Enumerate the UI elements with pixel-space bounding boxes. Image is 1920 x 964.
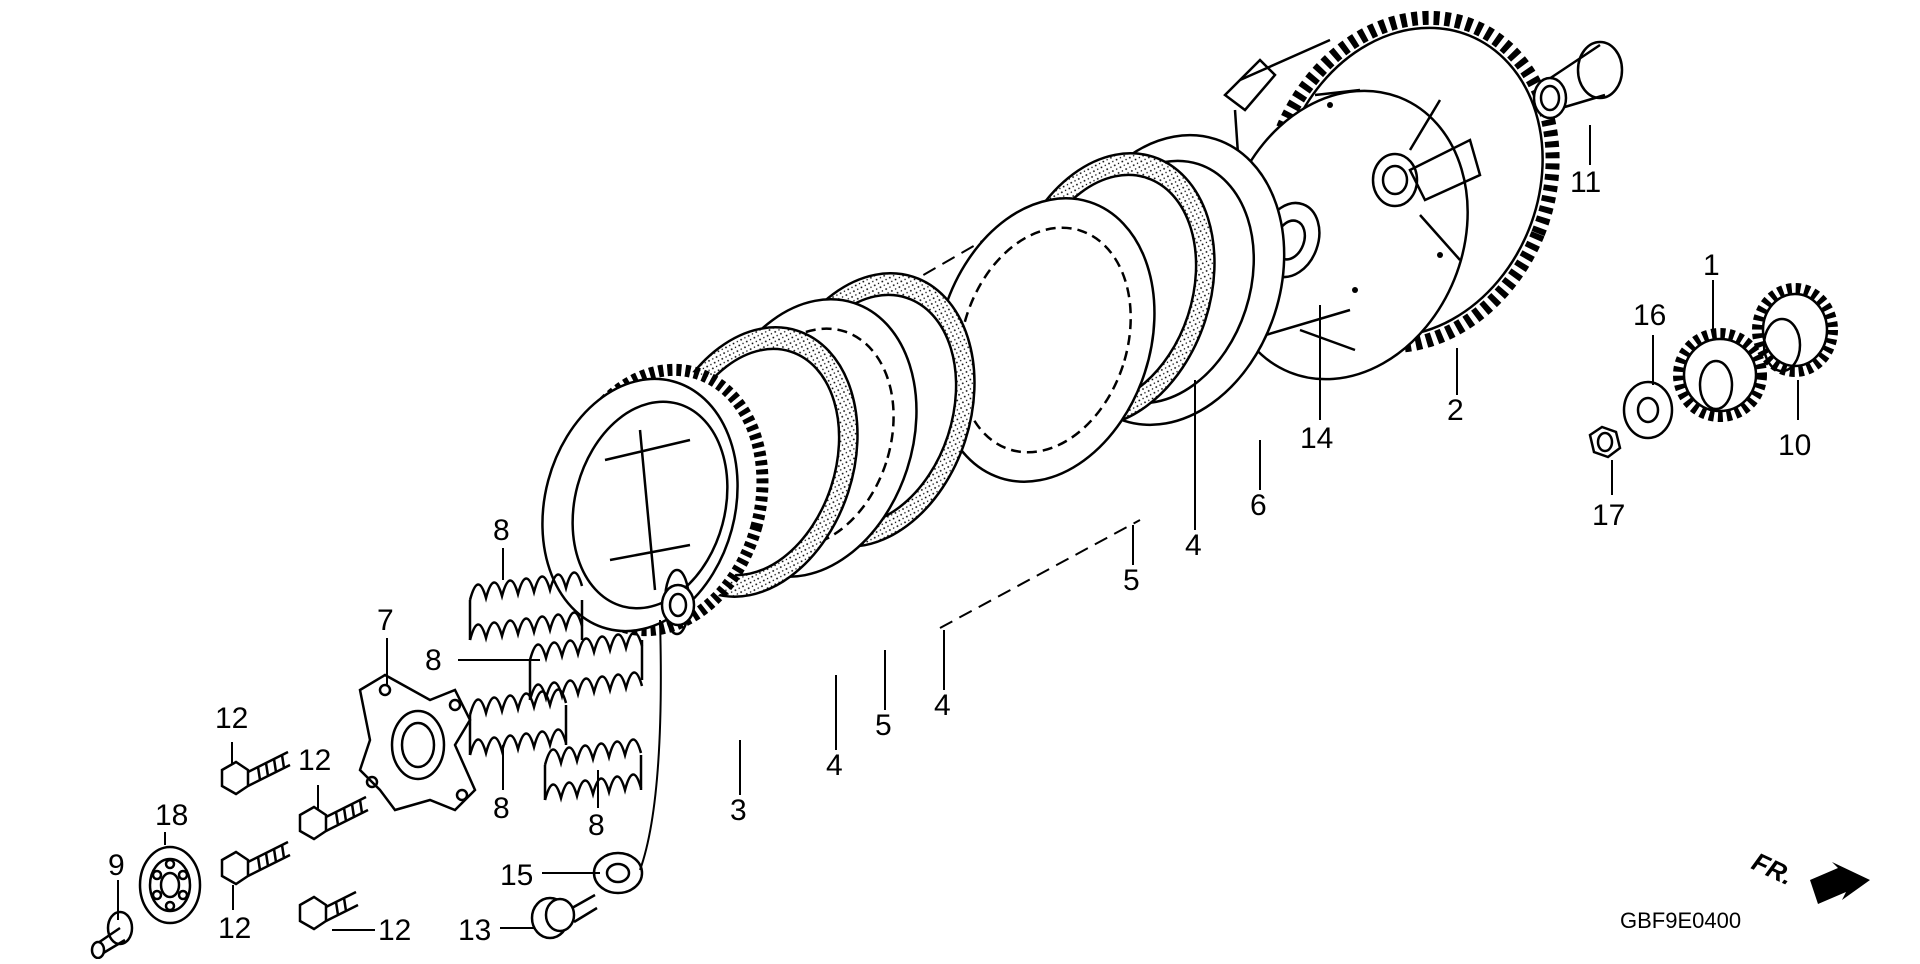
- callout-15: 15: [500, 859, 533, 892]
- lifter-washer: [592, 851, 644, 895]
- clutch-center: [541, 363, 769, 637]
- assembly-guide-lines: [789, 224, 1141, 629]
- direction-marker: FR.: [1747, 846, 1798, 891]
- clutch-spring-lower: [543, 738, 643, 803]
- front-direction-arrow-icon: [1810, 862, 1870, 904]
- clutch-outer-housing: [1221, 10, 1560, 381]
- clutch-spring-upper: [468, 571, 584, 643]
- clutch-spring-middle: [528, 631, 644, 703]
- callout-14: 14: [1300, 422, 1333, 455]
- leader-lines: [117, 125, 1799, 931]
- callout-8c: 8: [493, 792, 510, 825]
- bolt-d: [298, 890, 359, 931]
- callout-13: 13: [458, 914, 491, 947]
- callout-17: 17: [1592, 499, 1625, 532]
- callout-3: 3: [730, 794, 747, 827]
- lock-washer: [1622, 380, 1674, 440]
- bolt-b: [298, 795, 369, 841]
- reference-code: GBF9E0400: [1620, 908, 1741, 933]
- callout-7: 7: [377, 604, 394, 637]
- callout-4a: 4: [826, 749, 843, 782]
- clutch-lifter-plate: [358, 673, 477, 812]
- bolt-c: [220, 840, 291, 886]
- callout-8b: 8: [425, 644, 442, 677]
- bolt-a: [220, 750, 291, 796]
- callout-8d: 8: [588, 809, 605, 842]
- clutch-spring-left: [468, 688, 568, 758]
- callout-1: 1: [1703, 249, 1720, 282]
- callout-12d: 12: [378, 914, 411, 947]
- callout-12a: 12: [215, 702, 248, 735]
- callout-9: 9: [108, 849, 125, 882]
- lock-nut: [1588, 425, 1622, 459]
- callout-8a: 8: [493, 514, 510, 547]
- bushing: [1532, 40, 1624, 120]
- drive-gear-small: [1752, 283, 1838, 377]
- callout-6: 6: [1250, 489, 1267, 522]
- callout-4b: 4: [934, 689, 951, 722]
- callout-18: 18: [155, 799, 188, 832]
- callout-16: 16: [1633, 299, 1666, 332]
- callout-12b: 12: [298, 744, 331, 777]
- callout-5a: 5: [875, 709, 892, 742]
- callout-5b: 5: [1123, 564, 1140, 597]
- lifter-pin: [90, 910, 134, 960]
- clutch-lifter-bolt: [530, 893, 598, 940]
- callout-12c: 12: [218, 912, 251, 945]
- primary-drive-gear: [1673, 328, 1767, 422]
- callout-11: 11: [1570, 166, 1601, 199]
- callout-10: 10: [1778, 429, 1811, 462]
- ball-bearing: [138, 845, 202, 925]
- callout-4c: 4: [1185, 529, 1202, 562]
- callout-2: 2: [1447, 394, 1464, 427]
